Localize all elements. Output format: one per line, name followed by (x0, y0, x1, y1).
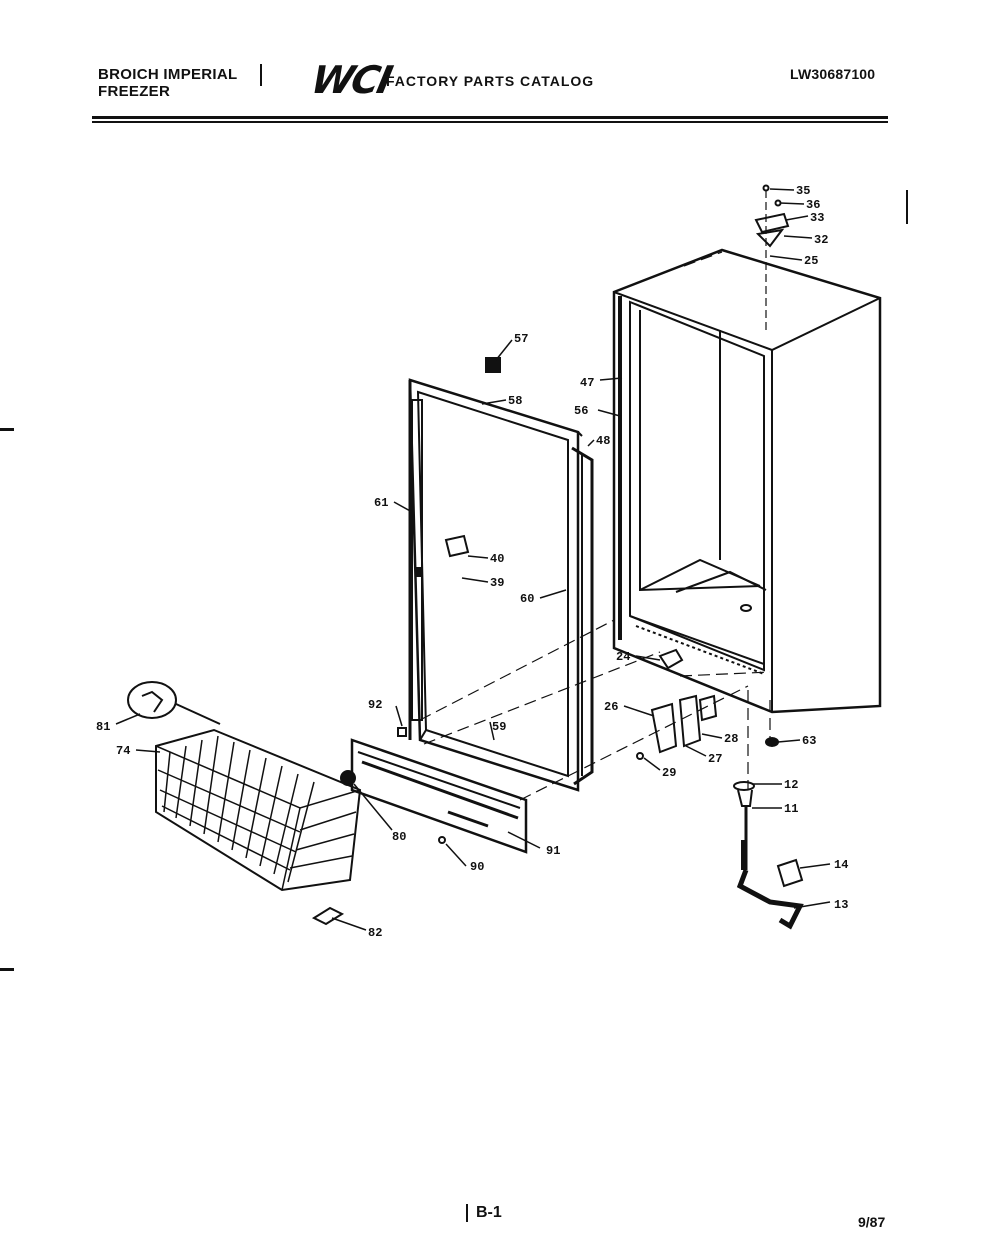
part-label-13: 13 (834, 898, 848, 912)
brand-divider (260, 64, 262, 86)
part-label-39: 39 (490, 576, 504, 590)
brand-block: BROICH IMPERIAL FREEZER (98, 64, 262, 100)
part-label-33: 33 (810, 211, 824, 225)
part-label-29: 29 (662, 766, 676, 780)
part-label-74: 74 (116, 744, 130, 758)
scan-mark (906, 190, 908, 224)
drain-tube (733, 781, 804, 930)
part-82 (311, 906, 345, 926)
part-label-56: 56 (574, 404, 588, 418)
part-label-40: 40 (490, 552, 504, 566)
part-label-82: 82 (368, 926, 382, 940)
header-rule-thin (92, 121, 888, 123)
part-label-81: 81 (96, 720, 110, 734)
part-label-80: 80 (392, 830, 406, 844)
header-rule (92, 116, 888, 119)
part-label-47: 47 (580, 376, 594, 390)
part-label-14: 14 (834, 858, 848, 872)
product-type: FREEZER (98, 83, 171, 100)
door (408, 378, 594, 792)
part-label-27: 27 (708, 752, 722, 766)
part-92 (397, 727, 407, 737)
basket (155, 728, 362, 892)
door-trim (350, 738, 528, 854)
part-label-11: 11 (784, 802, 798, 816)
catalog-title: FACTORY PARTS CATALOG (386, 73, 595, 89)
part-label-58: 58 (508, 394, 522, 408)
part-label-12: 12 (784, 778, 798, 792)
part-57 (485, 357, 501, 373)
part-label-63: 63 (802, 734, 816, 748)
part-label-36: 36 (806, 198, 820, 212)
part-label-59: 59 (492, 720, 506, 734)
scan-mark (0, 968, 14, 971)
part-label-48: 48 (596, 434, 610, 448)
catalog-date: 9/87 (858, 1214, 886, 1230)
cabinet (612, 248, 882, 714)
bottom-hinge (636, 648, 779, 760)
part-label-35: 35 (796, 184, 810, 198)
part-label-60: 60 (520, 592, 534, 606)
basket-clip (127, 681, 221, 725)
part-label-90: 90 (470, 860, 484, 874)
brand-name: BROICH IMPERIAL (98, 66, 238, 83)
model-number: LW30687100 (790, 66, 876, 82)
part-label-26: 26 (604, 700, 618, 714)
page-number: B-1 (476, 1204, 502, 1221)
footer-divider (466, 1204, 468, 1222)
part-label-91: 91 (546, 844, 560, 858)
part-label-61: 61 (374, 496, 388, 510)
part-label-25: 25 (804, 254, 818, 268)
part-80 (340, 770, 356, 786)
part-label-32: 32 (814, 233, 828, 247)
scan-mark (0, 428, 14, 431)
part-label-57: 57 (514, 332, 528, 346)
part-label-28: 28 (724, 732, 738, 746)
part-labels: 35 36 33 32 25 57 47 58 56 48 61 40 39 6… (96, 184, 848, 940)
top-hinge (754, 184, 790, 330)
part-label-92: 92 (368, 698, 382, 712)
part-label-24: 24 (616, 650, 630, 664)
part-90 (438, 836, 446, 844)
